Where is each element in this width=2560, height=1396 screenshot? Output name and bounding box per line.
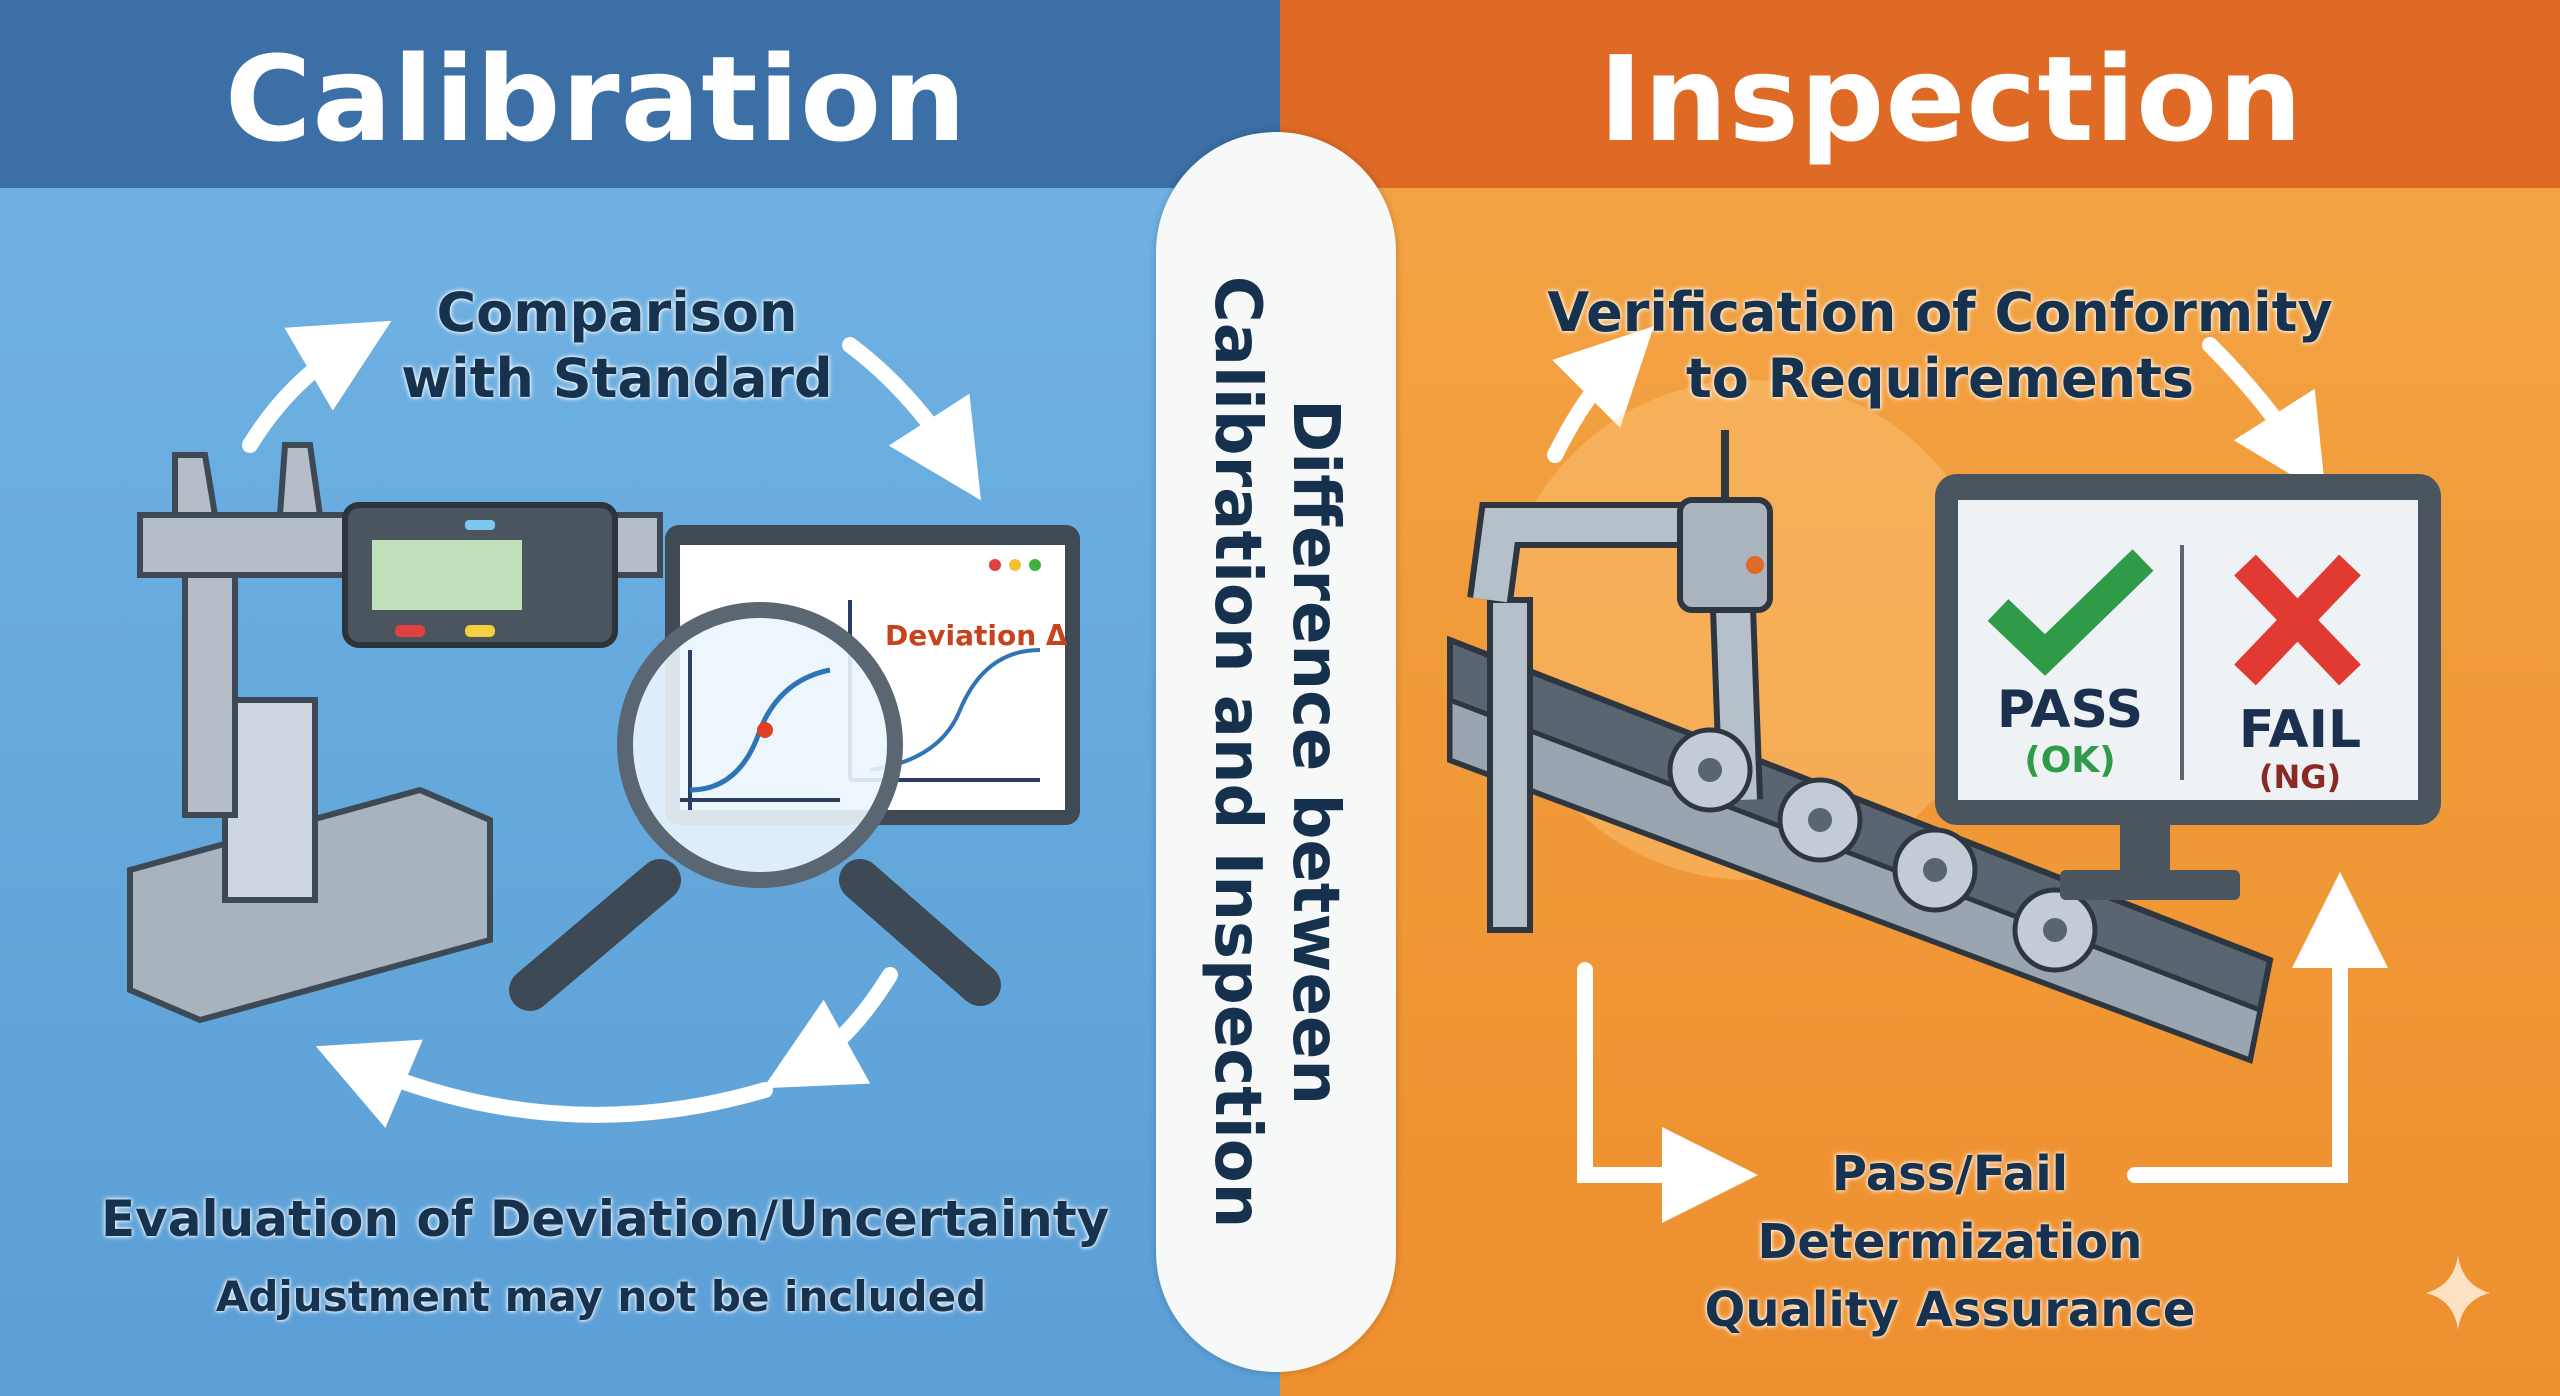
banner-line: Calibration and Inspection: [1200, 275, 1274, 1229]
cycle-arrows-right: [1547, 326, 2388, 1223]
calibration-header: [0, 0, 1280, 188]
center-banner-text: Difference between Calibration and Inspe…: [1198, 182, 1354, 1322]
caption-line: with Standard: [401, 347, 833, 410]
caption-line: Pass/Fail: [1831, 1146, 2069, 1202]
banner-line: Difference between: [1278, 399, 1352, 1105]
sparkle-icon: [2426, 1255, 2490, 1330]
calibration-title: Calibration: [224, 30, 968, 168]
inspection-title: Inspection: [1598, 30, 2304, 168]
fail-sub-label: (NG): [2258, 758, 2342, 796]
gauge-block-icon: [127, 697, 493, 1024]
inspection-header: [1280, 0, 2560, 188]
caption-line: Determization: [1757, 1214, 2143, 1270]
deviation-label: Deviation Δ: [885, 619, 1068, 652]
magnifier-icon: [509, 602, 1001, 1011]
pass-fail-monitor: [1935, 474, 2441, 900]
caption-line: to Requirements: [1685, 347, 2195, 410]
cycle-arrows-left: [242, 320, 981, 1128]
fail-label: FAIL: [2238, 700, 2362, 760]
caption-line: Comparison: [436, 281, 798, 344]
pass-label: PASS: [1996, 680, 2144, 740]
pass-sub-label: (OK): [2024, 740, 2116, 781]
conveyor-icon: [1447, 380, 2274, 1065]
adjustment-note: Adjustment may not be included: [215, 1272, 987, 1321]
caption-line: Quality Assurance: [1704, 1282, 2196, 1338]
center-banner: [1156, 132, 1396, 1372]
evaluation-caption: Evaluation of Deviation/Uncertainty: [101, 1190, 1110, 1248]
pass-fail-caption: Pass/Fail Determization Quality Assuranc…: [1650, 1140, 2250, 1344]
comparison-caption: Comparison with Standard: [317, 280, 917, 412]
caliper-icon: [137, 442, 663, 818]
verification-caption: Verification of Conformity to Requiremen…: [1540, 280, 2340, 412]
caption-line: Verification of Conformity: [1547, 281, 2333, 344]
